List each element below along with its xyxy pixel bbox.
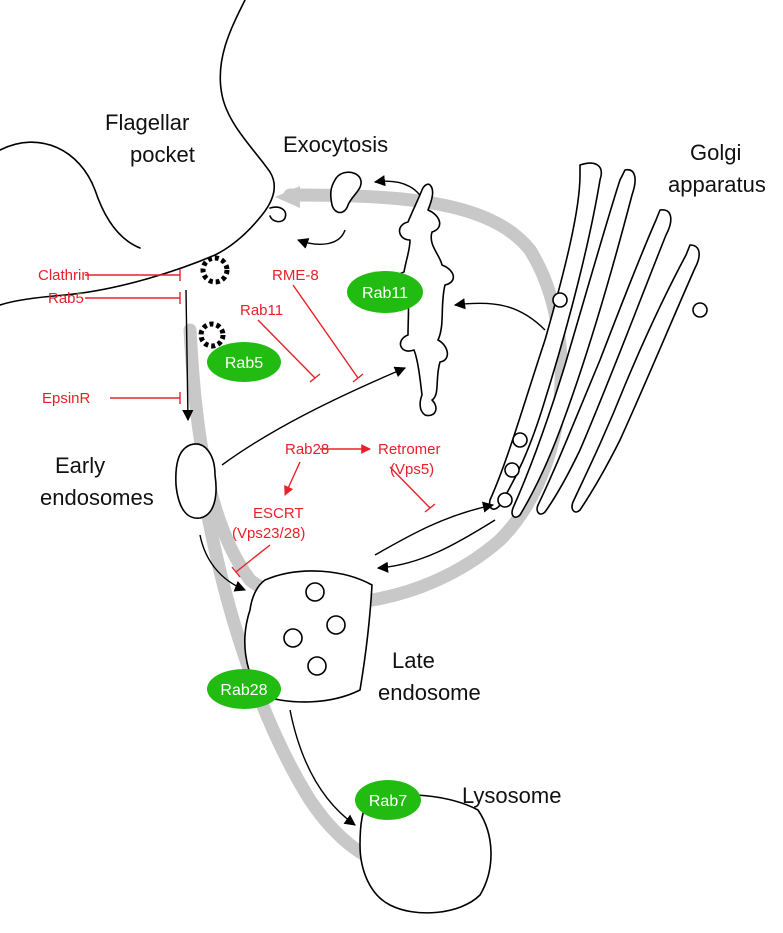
rab11-badge-label: Rab11 — [362, 285, 408, 302]
recycling-loop-path — [183, 188, 568, 610]
late-endosome-label-1: Late — [392, 648, 435, 673]
golgi-apparatus — [488, 162, 708, 518]
exocytosis-arrow-2 — [296, 229, 346, 249]
rab7-badge-label: Rab7 — [369, 793, 407, 810]
flagellar-pocket-label-2: pocket — [130, 142, 195, 167]
escrt-label-2: (Vps23/28) — [232, 525, 305, 542]
early-endosomes-label-1: Early — [55, 453, 105, 478]
coated-vesicle-1 — [200, 255, 230, 285]
pocket-bud-1 — [269, 206, 287, 223]
early-to-late-arrow — [199, 534, 247, 592]
lysosome-label: Lysosome — [462, 783, 561, 808]
epsinr-label: EpsinR — [42, 390, 91, 407]
retromer-label-2: (Vps5) — [390, 461, 434, 478]
flagellar-pocket-membrane — [0, 0, 275, 306]
retromer-label-1: Retromer — [378, 441, 441, 458]
rab11-regulator-label: Rab11 — [240, 302, 283, 319]
flagellar-pocket-left — [0, 141, 141, 249]
rab7-badge: Rab7 — [355, 780, 421, 820]
golgi-to-late-arrow — [376, 519, 496, 573]
golgi-to-recycling-arrow — [453, 298, 546, 331]
golgi-label-1: Golgi — [690, 140, 741, 165]
rme8-label: RME-8 — [272, 267, 319, 284]
late-to-golgi-arrow — [374, 501, 495, 556]
late-endosome — [244, 570, 373, 703]
endocytosis-arrow — [182, 289, 194, 422]
exocytosis-label: Exocytosis — [283, 132, 388, 157]
recycling-arrow — [221, 366, 407, 466]
late-to-lysosome-arrow — [289, 709, 356, 826]
golgi-label-2: apparatus — [668, 172, 766, 197]
clathrin-label: Clathrin — [38, 267, 90, 284]
early-endosome — [175, 443, 217, 519]
rab5-badge: Rab5 — [207, 342, 281, 382]
recycling-endosome — [395, 183, 455, 417]
rab28-badge-label: Rab28 — [220, 682, 267, 699]
late-endosome-label-2: endosome — [378, 680, 481, 705]
recycling-loop-arrowhead — [275, 186, 300, 208]
coated-vesicle-2 — [198, 321, 226, 349]
lysosome — [359, 794, 492, 914]
exocytosis-vesicle — [329, 171, 362, 214]
rab28-badge: Rab28 — [207, 669, 281, 709]
escrt-label-1: ESCRT — [253, 505, 304, 522]
early-endosomes-label-2: endosomes — [40, 485, 154, 510]
inhibition-lines — [85, 269, 436, 578]
flagellar-pocket-label-1: Flagellar — [105, 110, 189, 135]
rab5-regulator-label: Rab5 — [48, 290, 84, 307]
rab28-regulator-label: Rab28 — [285, 441, 329, 458]
rab5-badge-label: Rab5 — [225, 355, 263, 372]
rab11-badge: Rab11 — [347, 271, 423, 313]
